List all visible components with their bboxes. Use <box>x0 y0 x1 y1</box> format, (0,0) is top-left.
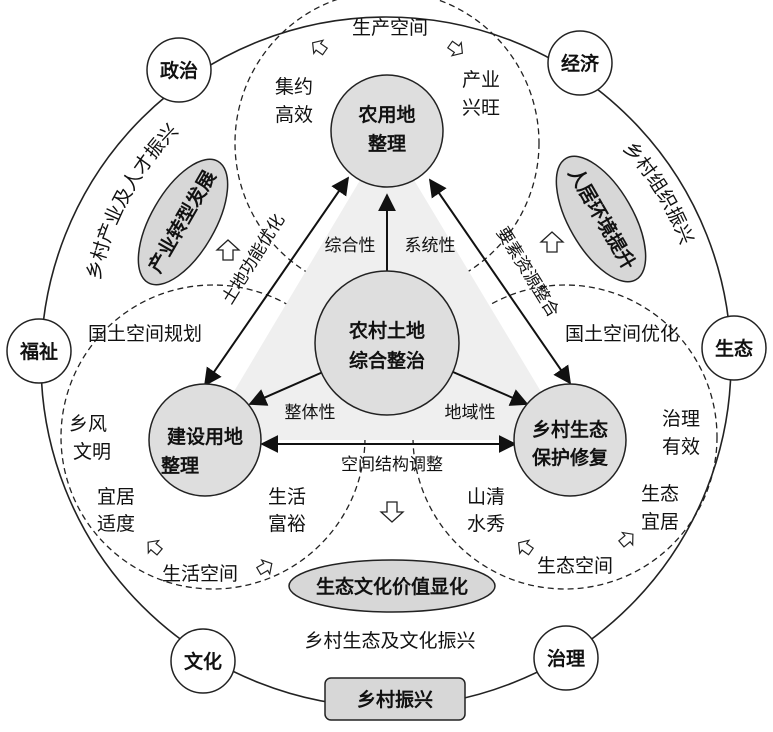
outer-label-economy: 经济 <box>561 52 600 75</box>
production-space-label: 生产空间 <box>352 17 428 39</box>
hollow-arrow-prod-left <box>311 39 329 56</box>
production-space-circle <box>234 0 540 296</box>
outer-circle-economy <box>547 30 613 96</box>
term-industry-2: 兴旺 <box>462 97 500 119</box>
term-livable-1: 宜居 <box>97 486 135 508</box>
node-top-line1: 农用地 <box>357 103 415 126</box>
big-hollow-arrow-down <box>379 501 405 523</box>
label-spatial-adjust: 空间结构调整 <box>341 455 443 475</box>
term-eco-livable-2: 宜居 <box>641 511 679 533</box>
node-center <box>314 270 460 416</box>
living-space-label: 生活空间 <box>162 563 238 585</box>
label-systematic: 系统性 <box>405 236 456 256</box>
ellipse-eco-culture-label: 生态文化价值显化 <box>316 575 468 598</box>
outer-label-ecology: 生态 <box>715 337 753 360</box>
term-prosperous-2: 富裕 <box>268 513 306 535</box>
term-livable-2: 适度 <box>97 513 135 535</box>
node-right <box>513 383 627 497</box>
node-left-line2: 整理 <box>161 454 199 477</box>
outer-label-culture: 文化 <box>184 650 222 673</box>
ellipse-eco-culture <box>288 559 496 613</box>
label-spatial-planning: 国土空间规划 <box>88 323 202 345</box>
outer-label-welfare: 福祉 <box>19 340 58 363</box>
hollow-arrow-living-left <box>147 539 164 556</box>
term-industry-1: 产业 <box>462 69 500 91</box>
arrow-left-top <box>203 176 350 387</box>
node-left-line1: 建设用地 <box>167 425 243 448</box>
node-left <box>148 383 262 497</box>
arc-label-eco-culture-rev: 乡村生态及文化振兴 <box>304 630 475 652</box>
big-hollow-arrow-left <box>215 239 241 261</box>
hollow-arrow-eco-left <box>517 539 535 556</box>
outer-circle-welfare <box>6 318 72 384</box>
hollow-arrow-living-right <box>255 558 273 576</box>
term-customs-1: 乡风 <box>69 413 107 435</box>
node-right-line2: 保护修复 <box>531 446 609 469</box>
big-hollow-arrow-right <box>539 231 565 253</box>
arrow-center-left <box>248 371 324 406</box>
label-regional: 地域性 <box>445 403 496 423</box>
term-governance-eff-1: 治理 <box>662 408 700 430</box>
footer-label: 乡村振兴 <box>357 688 433 711</box>
center-line1: 农村土地 <box>348 319 425 342</box>
node-right-line1: 乡村生态 <box>532 418 608 441</box>
term-prosperous-1: 生活 <box>268 486 306 508</box>
term-intensive-2: 高效 <box>275 104 313 126</box>
term-intensive-1: 集约 <box>275 76 313 98</box>
footer-box <box>324 677 466 721</box>
hollow-arrow-eco-right <box>617 531 634 548</box>
node-top-line2: 整理 <box>368 132 406 155</box>
arrow-center-right <box>452 371 529 406</box>
arrow-right-top <box>428 178 572 385</box>
term-customs-2: 文明 <box>73 441 111 463</box>
outer-circle-culture <box>170 628 236 694</box>
ellipse-habitat <box>555 155 647 283</box>
term-clean-2: 水秀 <box>467 513 505 535</box>
label-spatial-optimization: 国土空间优化 <box>565 323 679 345</box>
node-top <box>330 74 444 188</box>
ellipse-industry-transform <box>137 158 229 286</box>
ecology-space-label: 生态空间 <box>537 555 613 577</box>
term-governance-eff-2: 有效 <box>662 436 700 458</box>
outer-circle-governance <box>533 625 599 691</box>
term-clean-1: 山清 <box>467 486 505 508</box>
outer-label-politics: 政治 <box>160 59 198 82</box>
outer-circle-ecology <box>701 315 767 381</box>
label-comprehensive: 综合性 <box>325 236 376 256</box>
label-integrity: 整体性 <box>285 403 336 423</box>
center-line2: 综合整治 <box>349 349 425 372</box>
outer-circle-politics <box>146 37 212 103</box>
hollow-arrow-prod-right <box>446 40 464 57</box>
term-eco-livable-1: 生态 <box>641 483 679 505</box>
outer-label-governance: 治理 <box>547 647 585 670</box>
